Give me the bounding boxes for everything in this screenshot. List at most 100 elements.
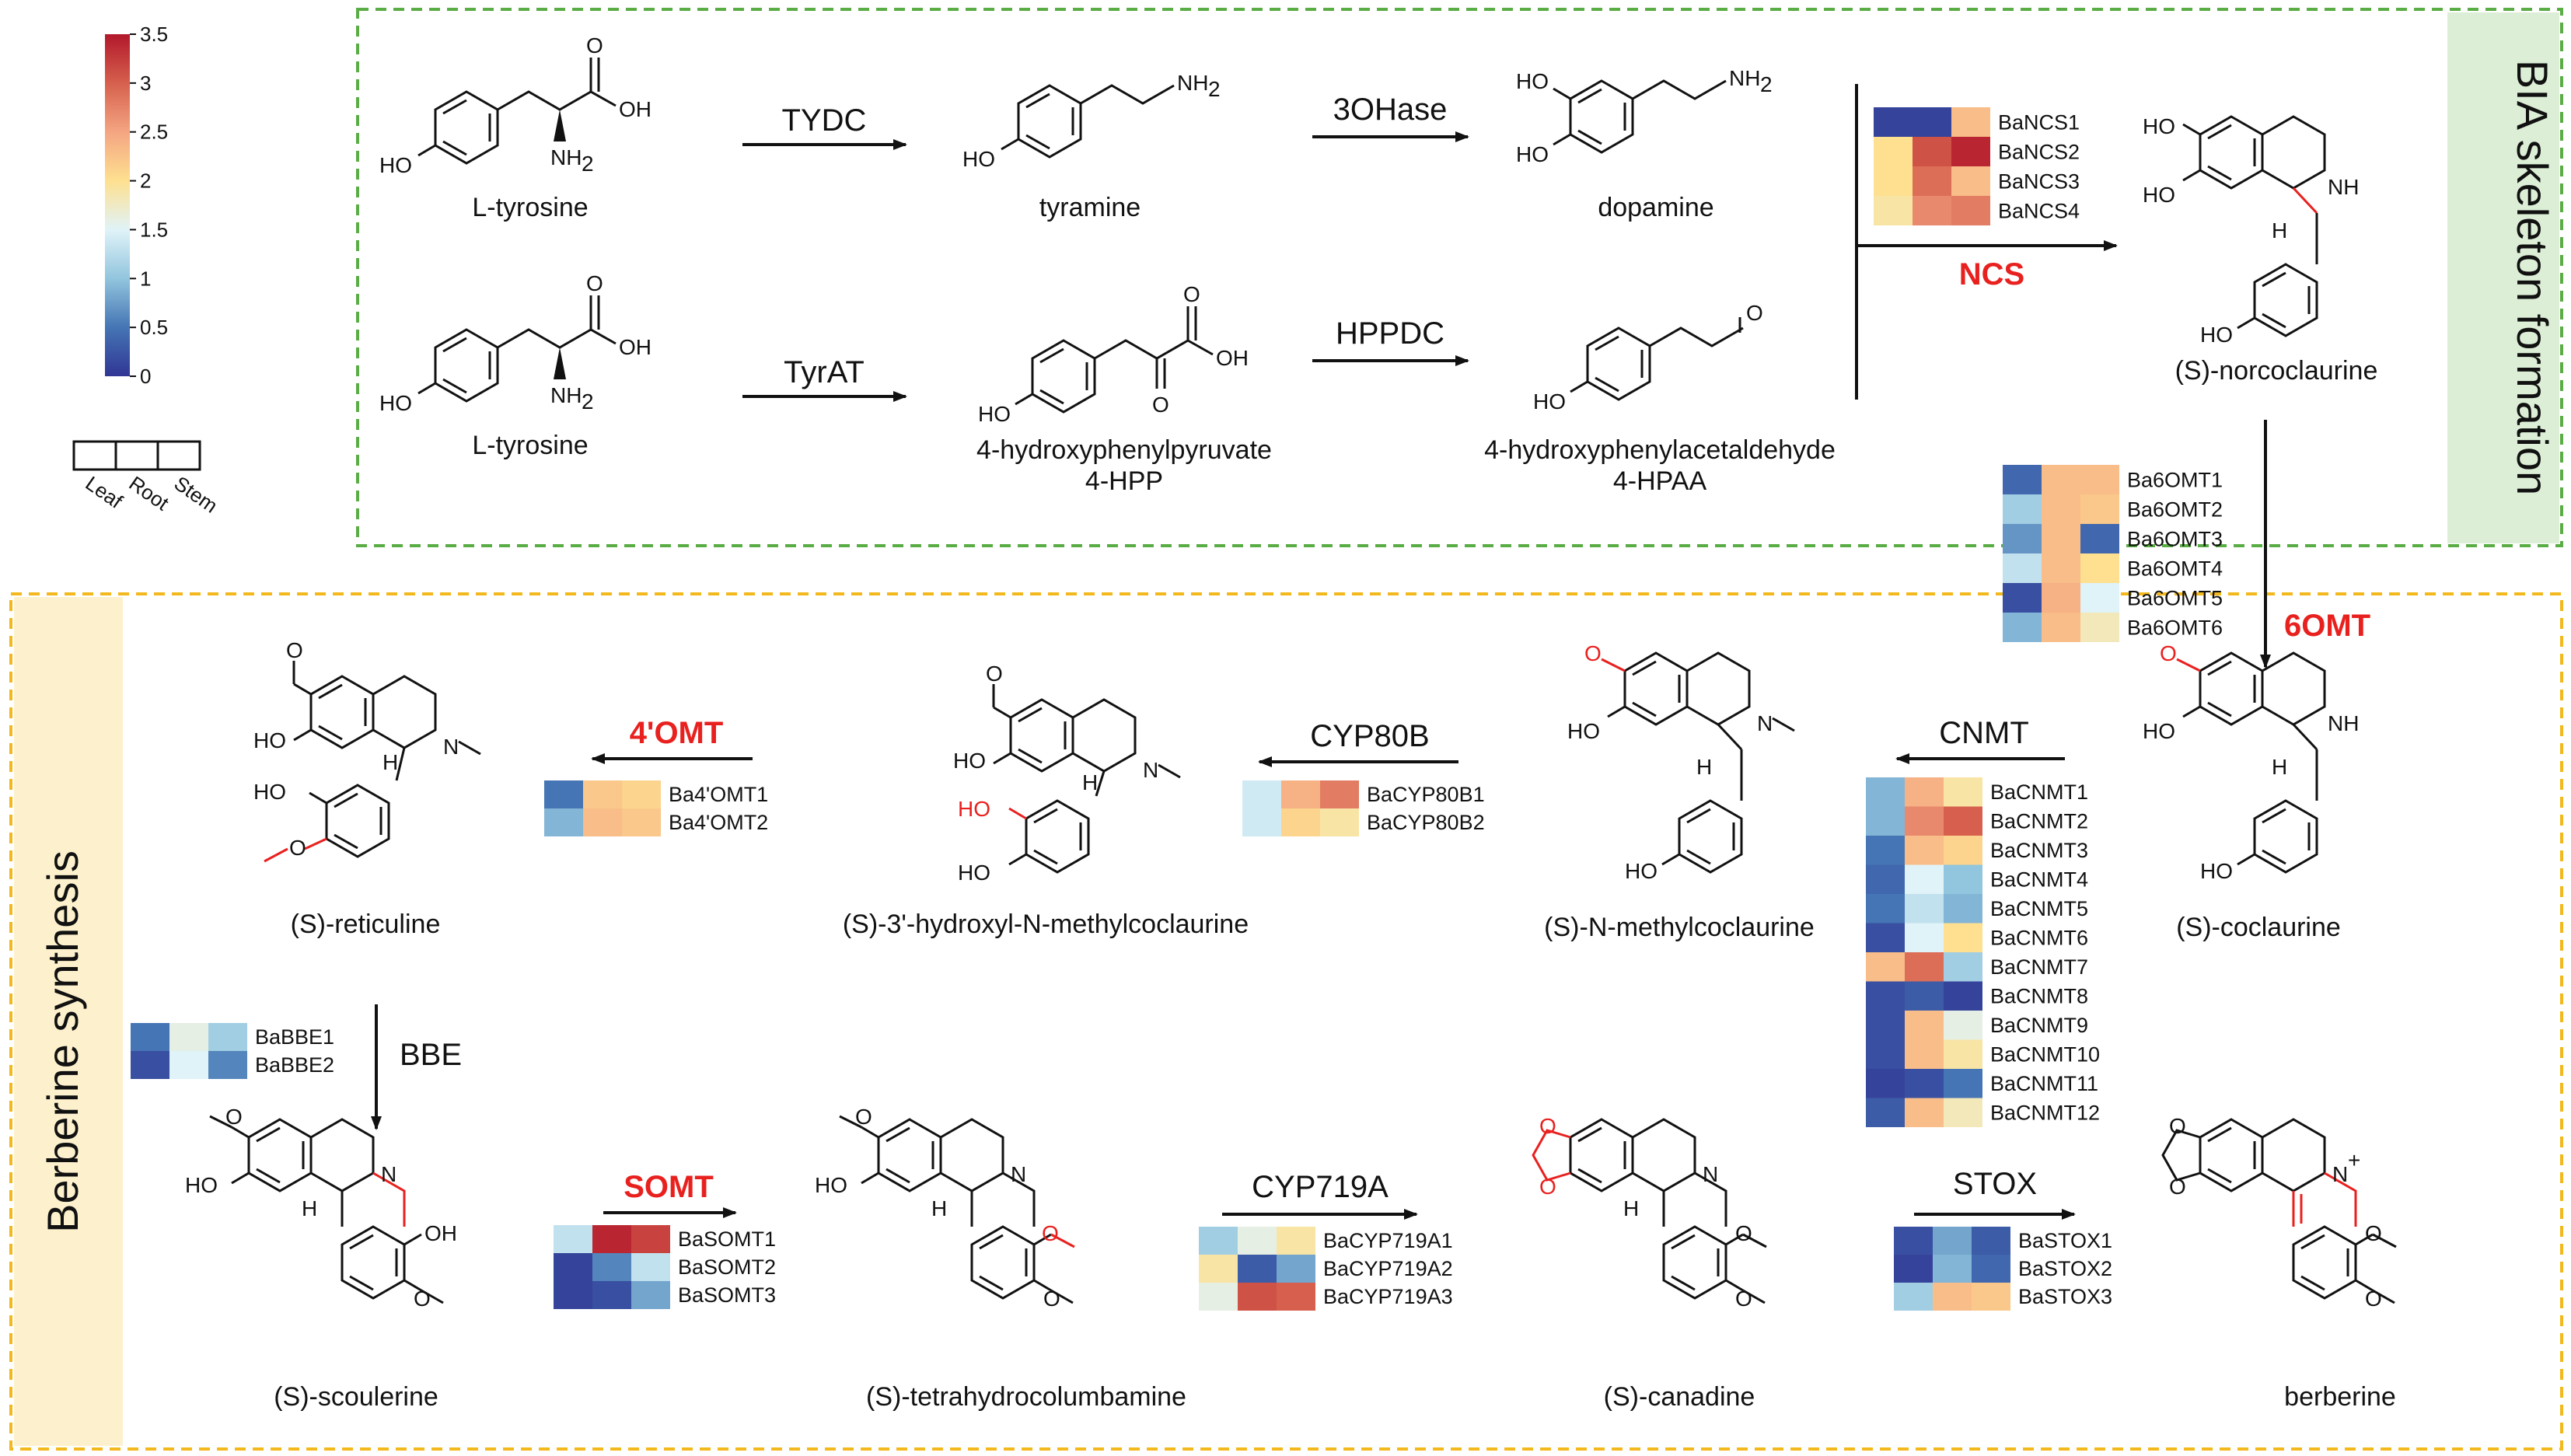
heatmap-cell xyxy=(1866,806,1905,836)
heatmap-gene-label: Ba6OMT2 xyxy=(2127,498,2223,522)
heatmap-gene-label: BaCNMT2 xyxy=(1990,810,2088,833)
heatmap-cell xyxy=(208,1051,247,1079)
enzyme-bbe: BBE xyxy=(400,1038,462,1072)
heatmap-cell xyxy=(1944,1098,1982,1127)
enzyme-stox: STOX xyxy=(1953,1167,2037,1201)
heatmap-cell xyxy=(1951,137,1990,166)
heatmap-cell xyxy=(1944,836,1982,865)
atom-label: NH xyxy=(1729,66,1760,90)
heatmap-cell xyxy=(631,1281,670,1309)
heatmap-gene-label: BaCYP80B1 xyxy=(1367,783,1485,806)
heatmap-cell xyxy=(583,808,622,836)
atom-label: N xyxy=(1143,758,1158,782)
heatmap-6omt: Ba6OMT1Ba6OMT2Ba6OMT3Ba6OMT4Ba6OMT5Ba6OM… xyxy=(2003,465,2223,642)
atom-label: O xyxy=(1735,1287,1752,1311)
heatmap-cell xyxy=(554,1281,592,1309)
heatmap-cell xyxy=(1905,1098,1944,1127)
heatmap-cell xyxy=(1944,894,1982,924)
atom-label: O xyxy=(2365,1287,2382,1311)
heatmap-gene-label: BaSTOX1 xyxy=(2018,1229,2112,1252)
colorbar-tick-label: 2.5 xyxy=(140,120,168,144)
atom-label: O xyxy=(225,1105,243,1129)
atom-label: OH xyxy=(619,335,651,359)
heatmap-gene-label: BaCNMT9 xyxy=(1990,1014,2088,1037)
heatmap-gene-label: BaNCS2 xyxy=(1998,141,2080,164)
atom-label: H xyxy=(2272,755,2287,779)
heatmap-cell xyxy=(2003,494,2042,524)
heatmap-cell xyxy=(1277,1227,1315,1255)
atom-label: HO xyxy=(1516,69,1549,93)
compound-4-hpaa: 4-hydroxyphenylacetaldehyde xyxy=(1484,435,1836,465)
atom-label: O xyxy=(586,33,603,58)
compound-4-hpp-abbr: 4-HPP xyxy=(1085,466,1163,496)
heatmap-cell xyxy=(2003,553,2042,583)
colorbar-tick-label: 0.5 xyxy=(140,316,168,339)
heatmap-gene-label: BaSTOX3 xyxy=(2018,1285,2112,1308)
heatmap-cell xyxy=(1905,981,1944,1011)
heatmap-cell xyxy=(2042,553,2080,583)
heatmap-cell xyxy=(622,780,661,808)
heatmap-cell xyxy=(1933,1283,1972,1311)
heatmap-gene-label: BaBBE2 xyxy=(255,1053,334,1077)
atom-label: NH xyxy=(2328,175,2359,199)
structure-tyramine: NH 2 HO xyxy=(962,71,1221,171)
heatmap-cell xyxy=(544,808,583,836)
heatmap-cell xyxy=(1905,777,1944,807)
atom-label: NH xyxy=(1177,71,1208,95)
heatmap-cell xyxy=(1913,166,1951,196)
heatmap-gene-label: BaCNMT10 xyxy=(1990,1043,2100,1067)
atom-label: O xyxy=(1183,282,1200,306)
heatmap-gene-label: BaNCS4 xyxy=(1998,200,2080,223)
compound-tyramine: tyramine xyxy=(1039,193,1141,222)
heatmap-cell xyxy=(208,1023,247,1051)
compound-canadine: (S)-canadine xyxy=(1604,1382,1755,1412)
enzyme-4omt: 4'OMT xyxy=(630,716,724,750)
heatmap-gene-label: Ba6OMT6 xyxy=(2127,616,2223,640)
atom-label: N xyxy=(443,735,459,759)
structure-berberine: O O N + O O xyxy=(2161,1114,2397,1311)
atom-label: O xyxy=(286,638,303,662)
heatmap-cell xyxy=(169,1051,208,1079)
heatmap-cell xyxy=(2080,613,2119,642)
structure-4-hpaa: O HO xyxy=(1533,301,1763,414)
heatmap-cell xyxy=(1866,1011,1905,1040)
heatmap-cell xyxy=(554,1253,592,1281)
heatmap-cell xyxy=(1277,1283,1315,1311)
atom-label: N xyxy=(1757,711,1773,735)
atom-label: H xyxy=(931,1196,947,1220)
heatmap-cell xyxy=(1874,107,1913,137)
heatmap-cell xyxy=(2003,583,2042,613)
structure-coclaurine: O NH H HO HO xyxy=(2143,641,2359,883)
atom-label: HO xyxy=(953,749,986,773)
atom-label: 2 xyxy=(1760,72,1773,96)
berberine-section-label-bg xyxy=(14,597,123,1446)
atom-label: O xyxy=(1043,1287,1060,1311)
atom-label: HO xyxy=(2200,323,2233,347)
heatmap-cell xyxy=(1944,1039,1982,1069)
colorbar-bar xyxy=(105,34,130,376)
atom-label: HO xyxy=(1533,389,1566,414)
heatmap-cell xyxy=(2042,494,2080,524)
heatmap-cell xyxy=(1944,981,1982,1011)
atom-label: O xyxy=(1042,1221,1059,1245)
structure-reticuline: O N H HO HO O xyxy=(253,638,481,863)
berberine-section-title: Berberine synthesis xyxy=(38,850,87,1233)
heatmap-gene-label: BaCNMT8 xyxy=(1990,985,2088,1008)
compound-n-methylcoclaurine: (S)-N-methylcoclaurine xyxy=(1544,913,1815,942)
atom-label: N xyxy=(1011,1162,1026,1186)
tissue-legend: Leaf Root Stem xyxy=(72,440,222,518)
heatmap-cell xyxy=(592,1281,631,1309)
heatmap-cell xyxy=(1199,1227,1238,1255)
tissue-legend-cell-1 xyxy=(72,440,117,471)
heatmap-gene-label: Ba4'OMT2 xyxy=(669,811,768,834)
structure-norcoclaurine: NH H HO HO HO xyxy=(2143,114,2359,347)
heatmap-gene-label: BaSOMT1 xyxy=(678,1227,776,1251)
heatmap-cell xyxy=(2042,583,2080,613)
atom-label: H xyxy=(2272,218,2287,243)
atom-label: O xyxy=(1152,393,1169,417)
heatmap-cell xyxy=(1944,806,1982,836)
atom-label: + xyxy=(2348,1148,2360,1172)
